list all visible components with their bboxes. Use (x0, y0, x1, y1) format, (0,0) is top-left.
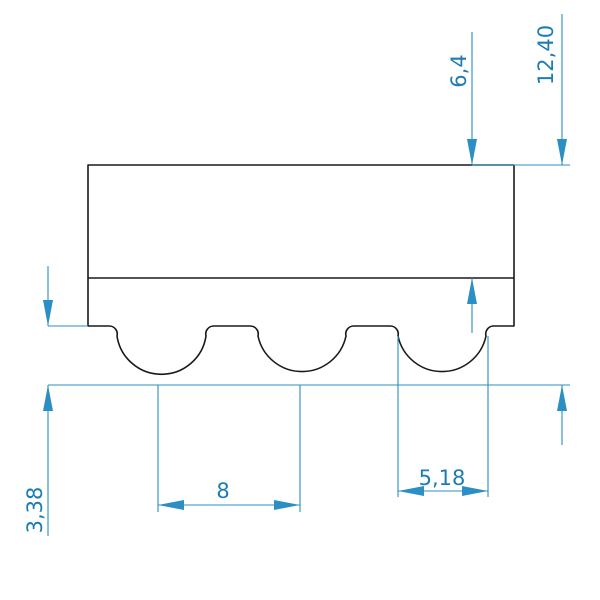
arrowhead (158, 500, 184, 510)
dim-label-tooth-height: 3,38 (23, 487, 47, 534)
belt-body-outline (87, 164, 515, 376)
arrowhead (274, 500, 300, 510)
extension-lines (48, 164, 570, 512)
belt-outline (87, 164, 515, 376)
arrowhead (462, 486, 488, 496)
dim-label-upper-thickness: 6,4 (447, 54, 471, 87)
dimension-tooth-height: 3,38 (23, 266, 53, 536)
dimension-tooth-width: 5,18 (398, 466, 488, 496)
dimension-upper-thickness: 6,4 (447, 32, 477, 333)
arrowhead (467, 139, 477, 165)
dim-label-pitch: 8 (216, 479, 229, 503)
arrowhead (557, 385, 567, 411)
arrowhead (43, 300, 53, 326)
arrowhead (467, 278, 477, 304)
dim-label-total-height: 12,40 (534, 25, 558, 85)
arrowhead (43, 385, 53, 411)
dimension-total-height: 12,40 (534, 14, 567, 445)
arrowhead (557, 139, 567, 165)
dim-label-tooth-width: 5,18 (419, 466, 466, 490)
dimension-pitch: 8 (158, 479, 300, 510)
arrowhead (398, 486, 424, 496)
